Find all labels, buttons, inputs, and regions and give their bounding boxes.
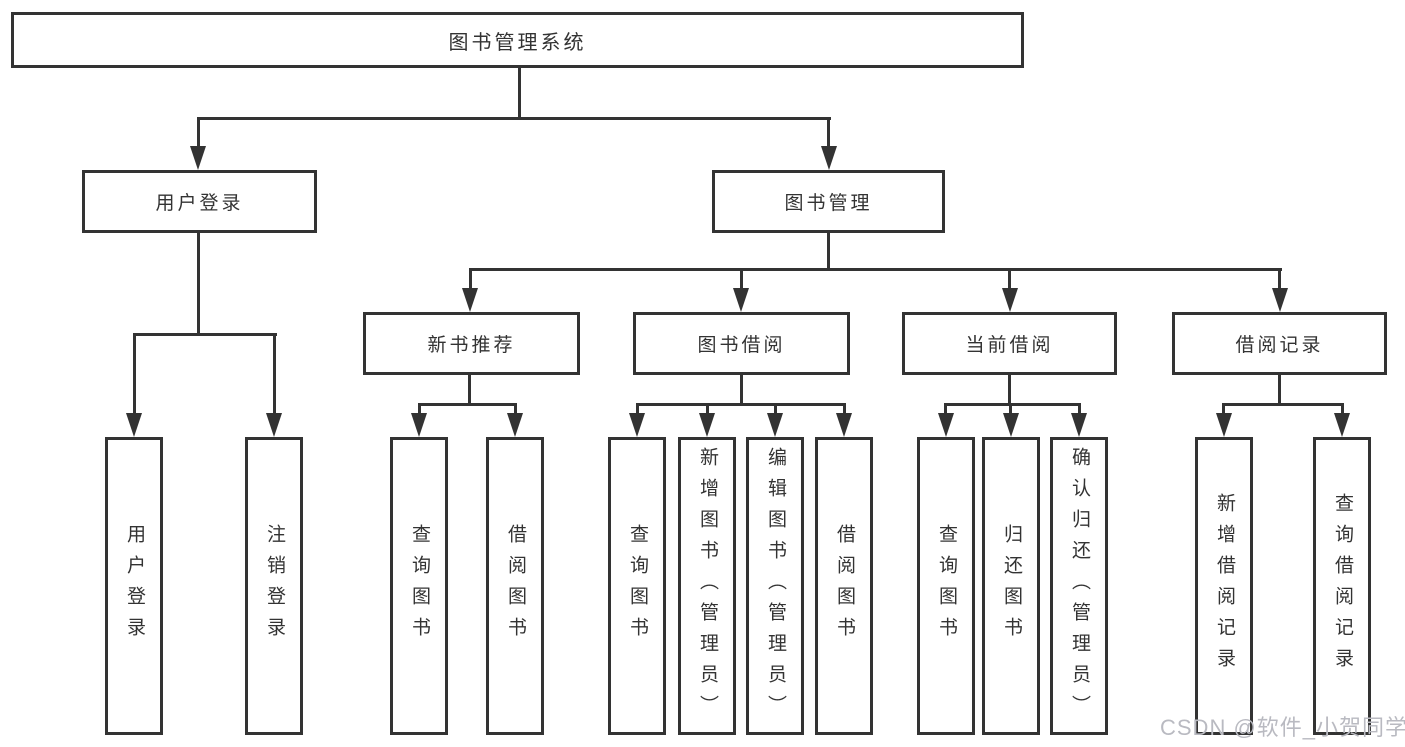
leaf-label: 查询图书 [626, 524, 648, 648]
leaf-label: 新增图书（管理员） [696, 446, 718, 726]
arrow-down-icon [699, 413, 715, 437]
leaf-label: 新增借阅记录 [1213, 493, 1235, 679]
leaf-label: 查询图书 [935, 524, 957, 648]
arrow-down-icon [462, 288, 478, 312]
connector-line [418, 403, 421, 419]
connector-line [1009, 403, 1012, 419]
leaf-label: 编辑图书（管理员） [764, 446, 786, 726]
leaf-borrow-book-recommend: 借阅图书 [486, 437, 544, 735]
leaf-query-book-recommend: 查询图书 [390, 437, 448, 735]
leaf-label: 查询借阅记录 [1331, 493, 1353, 679]
arrow-down-icon [836, 413, 852, 437]
arrow-down-icon [266, 413, 282, 437]
arrow-down-icon [1216, 413, 1232, 437]
leaf-query-book-borrow: 查询图书 [608, 437, 666, 735]
leaf-add-book-admin: 新增图书（管理员） [678, 437, 736, 735]
node-borrow-records: 借阅记录 [1172, 312, 1387, 375]
connector-line [636, 403, 846, 406]
leaf-label: 归还图书 [1000, 524, 1022, 648]
connector-line [1222, 403, 1225, 419]
leaf-label: 借阅图书 [504, 524, 526, 648]
connector-line [469, 268, 472, 292]
connector-line [469, 268, 1282, 271]
connector-line [197, 232, 200, 336]
connector-line [1222, 403, 1344, 406]
arrow-down-icon [126, 413, 142, 437]
arrow-down-icon [507, 413, 523, 437]
arrow-down-icon [767, 413, 783, 437]
leaf-borrow-book: 借阅图书 [815, 437, 873, 735]
connector-line [827, 117, 830, 151]
arrow-down-icon [733, 288, 749, 312]
leaf-label: 注销登录 [263, 524, 285, 648]
connector-line [1278, 268, 1281, 292]
leaf-return-book: 归还图书 [982, 437, 1040, 735]
connector-line [740, 268, 743, 292]
arrow-down-icon [938, 413, 954, 437]
connector-line [418, 403, 517, 406]
connector-line [944, 403, 1081, 406]
arrow-down-icon [411, 413, 427, 437]
connector-line [1008, 268, 1011, 292]
connector-line [1078, 403, 1081, 419]
node-root: 图书管理系统 [11, 12, 1024, 68]
leaf-logout: 注销登录 [245, 437, 303, 735]
connector-line [133, 333, 136, 418]
arrow-down-icon [1272, 288, 1288, 312]
connector-line [1278, 375, 1281, 406]
connector-line [133, 333, 277, 336]
leaf-label: 查询图书 [408, 524, 430, 648]
leaf-query-book-current: 查询图书 [917, 437, 975, 735]
connector-line [827, 233, 830, 271]
leaf-edit-book-admin: 编辑图书（管理员） [746, 437, 804, 735]
arrow-down-icon [629, 413, 645, 437]
connector-line [514, 403, 517, 419]
connector-line [843, 403, 846, 419]
leaf-user-login: 用户登录 [105, 437, 163, 735]
node-current-borrow: 当前借阅 [902, 312, 1117, 375]
connector-line [944, 403, 947, 419]
arrow-down-icon [1003, 413, 1019, 437]
arrow-down-icon [1071, 413, 1087, 437]
node-book-borrow: 图书借阅 [633, 312, 850, 375]
leaf-label: 借阅图书 [833, 524, 855, 648]
arrow-down-icon [190, 146, 206, 170]
leaf-confirm-return-admin: 确认归还（管理员） [1050, 437, 1108, 735]
connector-line [636, 403, 639, 419]
connector-line [1341, 403, 1344, 419]
leaf-label: 用户登录 [123, 524, 145, 648]
leaf-query-borrow-record: 查询借阅记录 [1313, 437, 1371, 735]
connector-line [774, 403, 777, 419]
connector-line [740, 375, 743, 406]
arrow-down-icon [1002, 288, 1018, 312]
connector-line [273, 333, 276, 418]
node-new-book-recommend: 新书推荐 [363, 312, 580, 375]
connector-line [197, 117, 200, 151]
leaf-label: 确认归还（管理员） [1068, 446, 1090, 726]
node-user-login: 用户登录 [82, 170, 317, 233]
csdn-watermark: CSDN @软件_小贺同学 [1160, 715, 1405, 740]
arrow-down-icon [821, 146, 837, 170]
connector-line [197, 117, 831, 120]
connector-line [518, 68, 521, 118]
connector-line [1008, 375, 1011, 406]
node-book-management: 图书管理 [712, 170, 945, 233]
arrow-down-icon [1334, 413, 1350, 437]
connector-line [468, 375, 471, 406]
leaf-add-borrow-record: 新增借阅记录 [1195, 437, 1253, 735]
connector-line [706, 403, 709, 419]
